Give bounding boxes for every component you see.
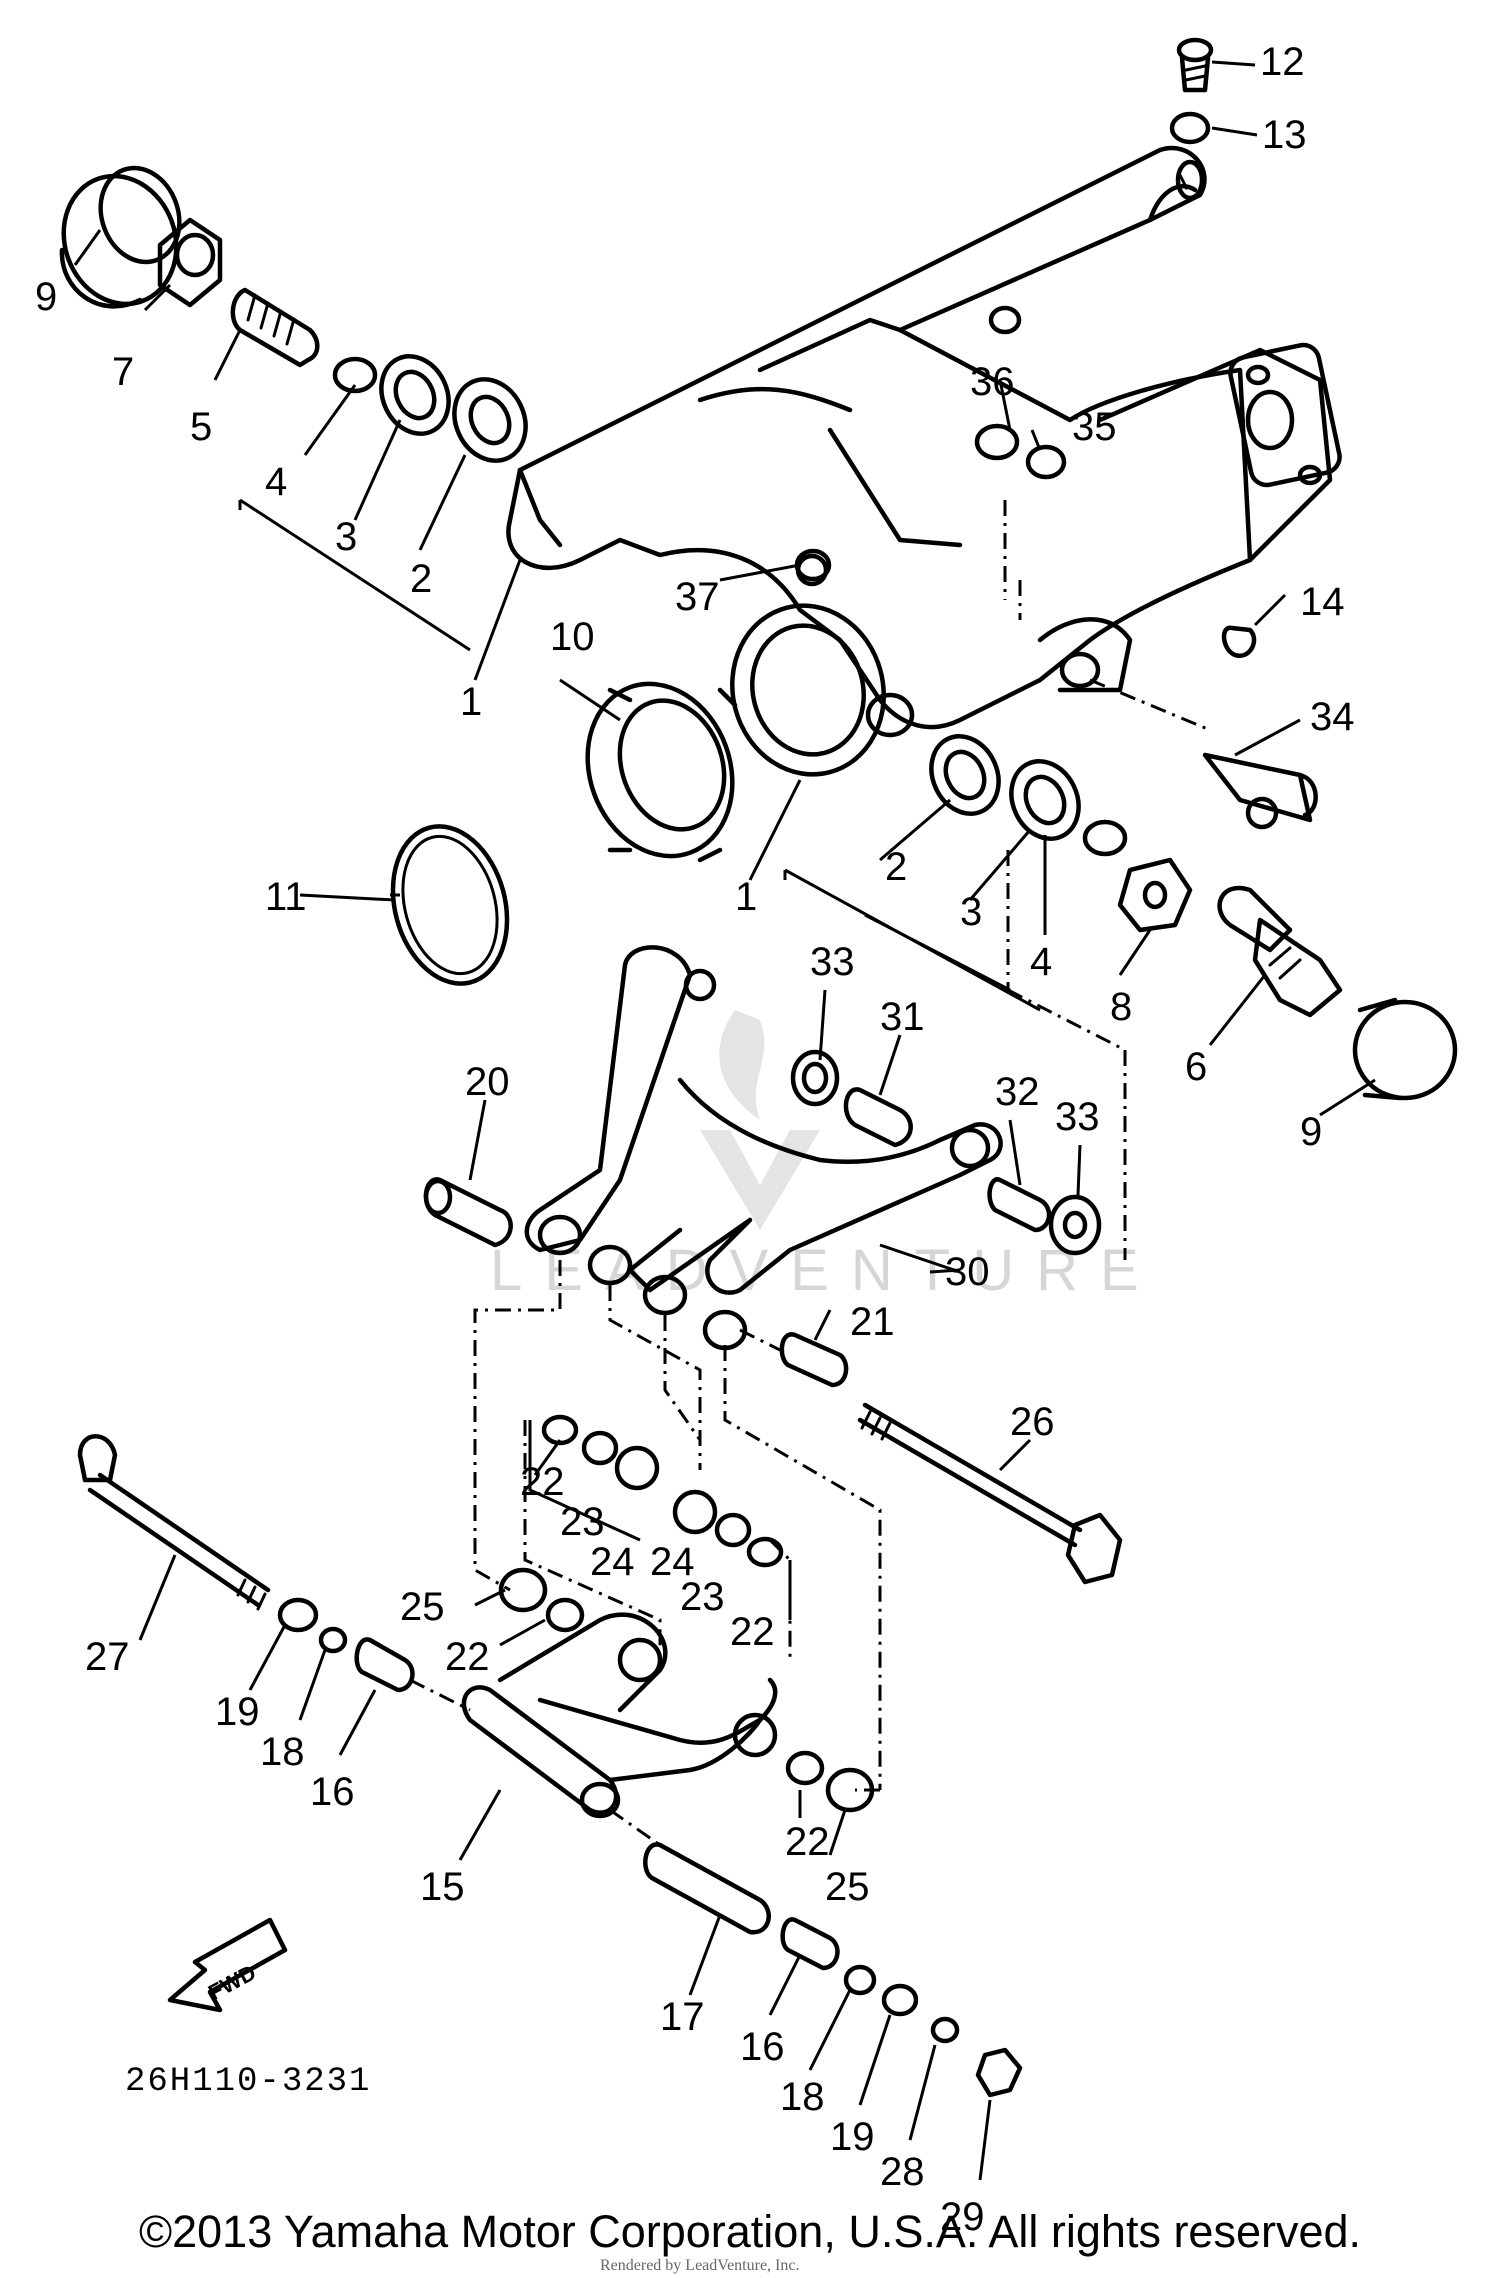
callout-23a: 23 (560, 1500, 605, 1544)
callout-9b: 9 (1300, 1110, 1322, 1154)
callout-35: 35 (1072, 405, 1117, 449)
callout-28: 28 (880, 2150, 925, 2194)
callout-25a: 25 (400, 1585, 445, 1629)
callout-16b: 16 (740, 2025, 785, 2069)
callout-13: 13 (1262, 113, 1307, 157)
callout-26: 26 (1010, 1400, 1055, 1444)
callout-27: 27 (85, 1635, 130, 1679)
callout-1a: 1 (460, 680, 482, 724)
fwd-label: FWD (204, 1960, 260, 2006)
diagram-code: 26H110-3231 (125, 2063, 371, 2101)
callout-14: 14 (1300, 580, 1345, 624)
callout-19b: 19 (830, 2115, 875, 2159)
fwd-arrow-icon: FWD (167, 1917, 288, 2013)
callout-8: 8 (1110, 985, 1132, 1029)
callout-33a: 33 (810, 940, 855, 984)
callout-36: 36 (970, 360, 1015, 404)
callout-33b: 33 (1055, 1095, 1100, 1139)
callout-labels: 12 13 9 7 5 4 3 2 1 10 11 36 35 37 14 34… (35, 40, 1355, 2239)
alignment-lines (409, 174, 1211, 1847)
right-pivot-parts (929, 734, 1458, 1101)
callout-22c: 22 (445, 1635, 490, 1679)
callout-1b: 1 (735, 875, 757, 919)
callout-15: 15 (420, 1865, 465, 1909)
rendered-by-text: Rendered by LeadVenture, Inc. (600, 2257, 799, 2274)
callout-16a: 16 (310, 1770, 355, 1814)
callout-10: 10 (550, 615, 595, 659)
callout-5: 5 (190, 405, 212, 449)
callout-22d: 22 (785, 1820, 830, 1864)
callout-18b: 18 (780, 2075, 825, 2119)
callout-11: 11 (265, 875, 307, 919)
callout-4a: 4 (265, 460, 287, 504)
copyright-notice: ©2013 Yamaha Motor Corporation, U.S.A. A… (138, 2206, 1362, 2257)
callout-17: 17 (660, 1995, 705, 2039)
dust-seal-parts (390, 681, 738, 986)
leader-lines (73, 60, 1376, 2181)
bolts (77, 1332, 1123, 1611)
callout-20: 20 (465, 1060, 510, 1104)
callout-24b: 24 (650, 1540, 695, 1584)
callout-34: 34 (1310, 695, 1355, 739)
callout-21: 21 (850, 1300, 895, 1344)
callout-37: 37 (675, 575, 720, 619)
callout-9a: 9 (35, 275, 57, 319)
collars-seals (498, 1414, 875, 1813)
callout-25b: 25 (825, 1865, 870, 1909)
callout-2b: 2 (885, 845, 907, 889)
callout-18a: 18 (260, 1730, 305, 1774)
callout-30: 30 (945, 1250, 990, 1294)
connecting-rod (277, 1597, 1023, 2098)
callout-31: 31 (880, 995, 925, 1039)
relay-arm (524, 945, 1003, 1351)
callout-4b: 4 (1030, 940, 1052, 984)
callout-24a: 24 (590, 1540, 635, 1584)
callout-22b: 22 (730, 1610, 775, 1654)
left-pivot-parts (59, 37, 1257, 658)
callout-19a: 19 (215, 1690, 260, 1734)
bushings (423, 1049, 1102, 1256)
callout-23b: 23 (680, 1575, 725, 1619)
callout-3a: 3 (335, 515, 357, 559)
callout-22a: 22 (520, 1460, 565, 1504)
callout-6: 6 (1185, 1045, 1207, 1089)
callout-7: 7 (112, 350, 134, 394)
callout-3b: 3 (960, 890, 982, 934)
callout-2a: 2 (410, 557, 432, 601)
callout-32: 32 (995, 1070, 1040, 1114)
swingarm (506, 145, 1342, 777)
callout-29: 29 (940, 2195, 985, 2239)
callout-12: 12 (1260, 40, 1305, 84)
